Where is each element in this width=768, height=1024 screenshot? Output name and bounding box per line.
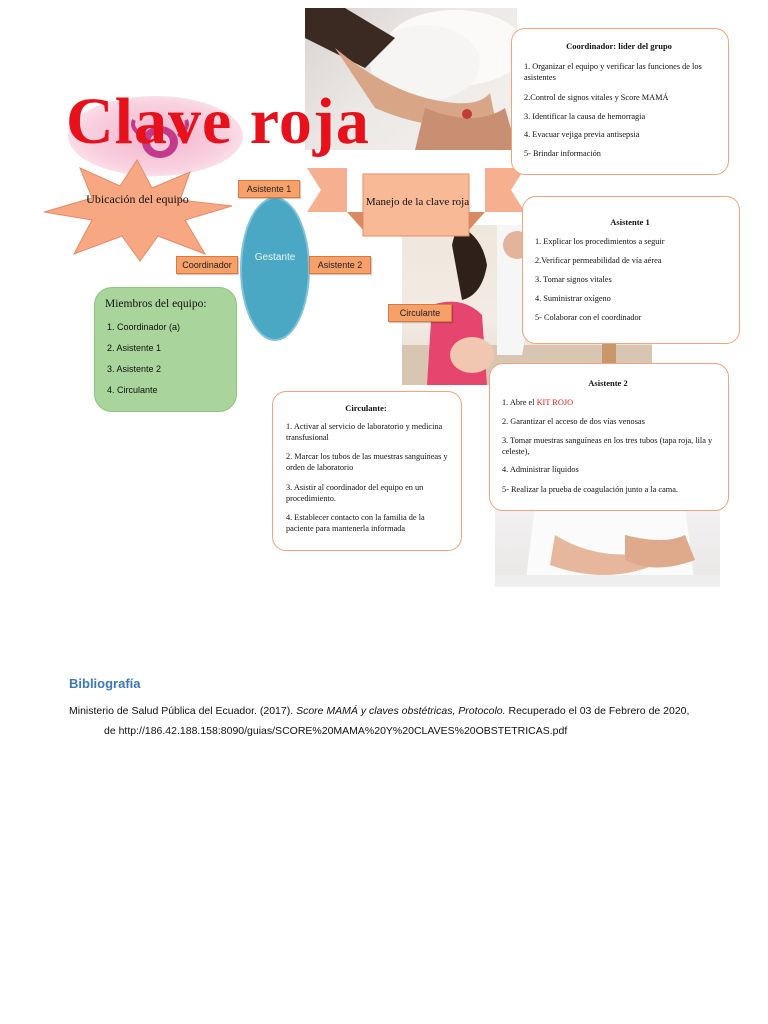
page-title: Clave roja — [66, 85, 370, 158]
assistant2-item: 5- Realizar la prueba de coagulación jun… — [502, 485, 678, 494]
team-location-label: Ubicación del equipo — [86, 192, 189, 206]
bibliography-line-1: Ministerio de Salud Pública del Ecuador.… — [69, 705, 689, 717]
bibliography-url[interactable]: de http://186.42.188.158:8090/guias/SCOR… — [104, 725, 568, 737]
pregnant-woman-photo — [305, 8, 517, 150]
bibliography-work-title: Score MAMÁ y claves obstétricas, Protoco… — [296, 705, 506, 717]
coordinator-item: 4. Evacuar vejiga previa antisepsia — [524, 130, 640, 139]
assistant1-item: 2.Verificar permeabilidad de vía aérea — [535, 256, 662, 265]
tag-coordinador: Coordinador — [176, 256, 238, 274]
member-item: 3. Asistente 2 — [107, 364, 162, 374]
assistant1-card — [522, 196, 740, 344]
red-kit-highlight: KIT ROJO — [536, 398, 574, 407]
assistant2-item: 3. Tomar muestras sanguíneas en los tres… — [502, 436, 713, 456]
coordinator-item: 3. Identificar la causa de hemorragia — [524, 112, 646, 121]
assistant2-card — [489, 363, 729, 511]
ribbon-banner — [307, 168, 525, 237]
bibliography-author: Ministerio de Salud Pública del Ecuador.… — [69, 705, 297, 717]
member-item: 4. Circulante — [107, 385, 158, 395]
coordinator-item: 1. Organizar el equipo y verificar las f… — [524, 62, 702, 82]
assistant1-item: 3. Tomar signos vitales — [535, 275, 612, 284]
assistant1-item: 5- Colaborar con el coordinador — [535, 313, 642, 322]
patient-oval — [240, 197, 310, 341]
assistant2-item: 1. Abre el KIT ROJO — [502, 397, 717, 408]
abdomen-pain-photo — [495, 505, 720, 587]
tag-asistente-2: Asistente 2 — [309, 256, 371, 274]
assistant1-card-title: Asistente 1 — [610, 217, 650, 227]
member-item: 1. Coordinador (a) — [107, 322, 181, 332]
circulator-item: 1. Activar al servicio de laboratorio y … — [286, 422, 443, 442]
assistant2-item: 2. Garantizar el acceso de dos vías veno… — [502, 417, 645, 426]
team-members-title: Miembros del equipo: — [105, 298, 207, 310]
assistant1-item: 1. Explicar los procedimientos a seguir — [535, 237, 665, 246]
assistant2-card-title: Asistente 2 — [588, 378, 628, 388]
team-members-box — [94, 287, 237, 412]
circulator-item: 3. Asistir al coordinador del equipo en … — [286, 483, 424, 503]
coordinator-card-title: Coordinador: líder del grupo — [566, 41, 672, 51]
ribbon-label: Manejo de la clave roja — [365, 196, 470, 208]
coordinator-item: 2.Control de signos vitales y Score MAMÁ — [524, 93, 669, 102]
assistant2-item-prefix: 1. Abre el — [502, 398, 537, 407]
circulator-card — [272, 391, 462, 551]
starburst-shape — [43, 159, 233, 262]
circulator-card-title: Circulante: — [345, 403, 387, 413]
member-item: 2. Asistente 1 — [107, 343, 162, 353]
patient-label: Gestante — [254, 252, 296, 263]
assistant2-item: 4. Administrar líquidos — [502, 465, 579, 474]
bibliography-retrieved: Recuperado el 03 de Febrero de 2020, — [505, 705, 690, 717]
coordinator-item: 5- Brindar información — [524, 149, 601, 158]
bibliography-heading: Bibliografía — [69, 676, 141, 691]
coordinator-card — [511, 28, 729, 175]
circulator-item: 4. Establecer contacto con la familia de… — [286, 513, 425, 533]
assistant1-item: 4. Suministrar oxígeno — [535, 294, 611, 303]
circulator-item: 2. Marcar los tubos de las muestras sang… — [286, 452, 448, 472]
tag-circulante: Circulante — [388, 304, 452, 322]
uterus-icon — [131, 119, 189, 158]
tag-asistente-1: Asistente 1 — [238, 180, 300, 198]
